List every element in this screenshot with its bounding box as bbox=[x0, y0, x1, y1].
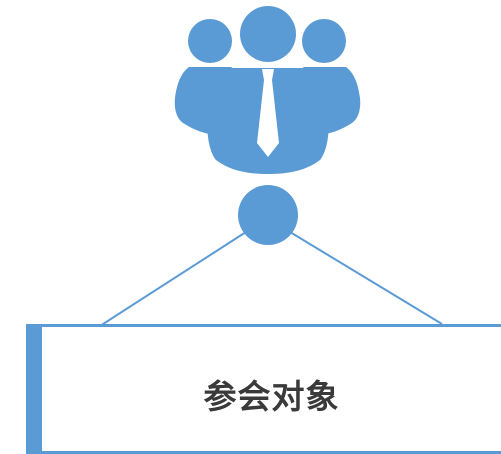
left-person-head bbox=[188, 19, 232, 63]
label-text: 参会对象 bbox=[203, 377, 340, 416]
people-group-icon bbox=[174, 6, 361, 174]
right-person-head bbox=[302, 19, 346, 63]
connector-line-left bbox=[99, 231, 247, 327]
center-person-head bbox=[240, 6, 296, 62]
connector-node bbox=[238, 185, 298, 245]
connector-line-right bbox=[289, 231, 443, 325]
label-box: 参会对象 bbox=[26, 324, 501, 454]
tie-icon bbox=[257, 69, 279, 157]
